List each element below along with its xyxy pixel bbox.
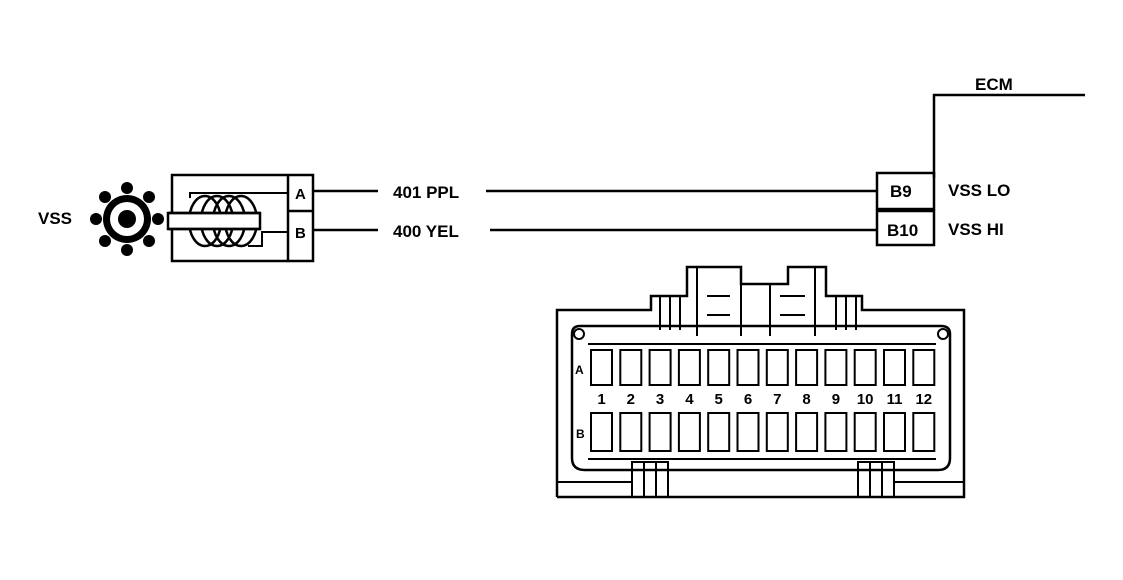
cavity-b-2 — [619, 412, 643, 452]
ecm-pin-b9-label: B9 — [890, 182, 912, 201]
ecm-label: ECM — [975, 75, 1013, 94]
cavity-b-11 — [883, 412, 906, 452]
pin-number-3: 3 — [656, 391, 664, 408]
pickup-coil-icon — [166, 194, 262, 248]
vss-sensor-label: VSS — [38, 209, 72, 228]
wire-2-circuit-label: 400 YEL — [393, 222, 459, 241]
pin-number-2: 2 — [627, 391, 635, 408]
cavity-b-1 — [590, 412, 613, 452]
cavity-b-5 — [707, 412, 731, 452]
cavity-b-3 — [648, 412, 672, 452]
cavity-a-7 — [765, 349, 789, 386]
cavity-b-6 — [736, 412, 760, 452]
ecm-boundary — [932, 93, 1085, 178]
ecm-signal-vss-lo: VSS LO — [948, 181, 1010, 200]
cavity-b-7 — [765, 412, 789, 452]
wire-1-circuit-label: 401 PPL — [393, 183, 459, 202]
ecm-pin-b10-label: B10 — [887, 221, 918, 240]
ecm-connector-face — [555, 265, 966, 499]
ecm-signal-vss-hi: VSS HI — [948, 220, 1004, 239]
cavity-a-6 — [736, 349, 760, 386]
vss-sensor-body — [166, 173, 315, 263]
cavity-b-10 — [853, 412, 877, 452]
pin-number-6: 6 — [744, 391, 752, 408]
cavity-b-9 — [824, 412, 848, 452]
pin-number-8: 8 — [802, 391, 810, 408]
pin-number-12: 12 — [915, 391, 932, 408]
sensor-pin-b-label: B — [295, 225, 306, 242]
cavity-a-1 — [590, 349, 613, 386]
cavity-b-4 — [677, 412, 701, 452]
pin-number-9: 9 — [832, 391, 840, 408]
connector-row-a — [590, 349, 936, 386]
cavity-a-9 — [824, 349, 848, 386]
pin-number-7: 7 — [773, 391, 781, 408]
cavity-a-12 — [912, 349, 936, 386]
cavity-a-3 — [648, 349, 672, 386]
sensor-pin-a-label: A — [295, 186, 306, 203]
pin-number-11: 11 — [887, 391, 903, 408]
row-a-label: A — [575, 363, 584, 377]
pin-number-10: 10 — [857, 391, 874, 408]
row-b-label: B — [576, 427, 585, 441]
connector-row-b — [590, 412, 936, 452]
cavity-b-8 — [795, 412, 819, 452]
cavity-a-2 — [619, 349, 643, 386]
reluctor-wheel-icon — [90, 182, 164, 256]
pin-number-4: 4 — [685, 391, 694, 408]
pin-number-5: 5 — [715, 391, 723, 408]
cavity-a-10 — [853, 349, 877, 386]
cavity-a-8 — [795, 349, 819, 386]
cavity-b-12 — [912, 412, 936, 452]
ecm-pin-block — [875, 171, 936, 247]
cavity-a-11 — [883, 349, 906, 386]
pin-number-1: 1 — [597, 391, 605, 408]
cavity-a-4 — [677, 349, 701, 386]
cavity-a-5 — [707, 349, 731, 386]
